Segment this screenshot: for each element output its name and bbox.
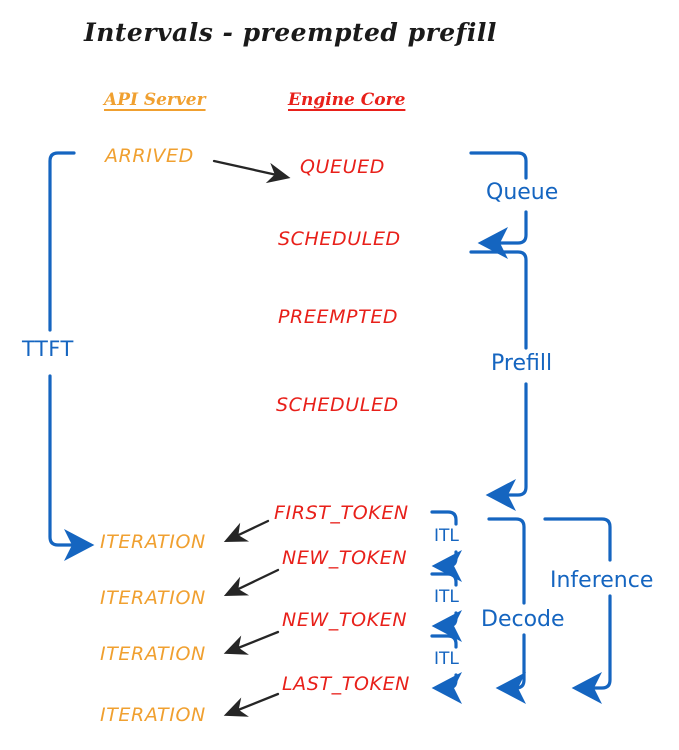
arrow-first-token-to-iteration-1 (223, 519, 270, 542)
interval-label-decode: Decode (481, 607, 565, 632)
itl-bracket-2-arrow (431, 610, 462, 642)
engine-event-new-token-2: NEW_TOKEN (282, 609, 408, 631)
interval-label-queue: Queue (486, 180, 559, 205)
ttft-bracket-top (48, 151, 76, 332)
api-event-iteration-4: ITERATION (100, 704, 206, 726)
column-header-engine-core: Engine Core (288, 90, 406, 110)
engine-event-new-token-1: NEW_TOKEN (282, 547, 408, 569)
api-event-iteration-3: ITERATION (100, 643, 206, 665)
arrow-last-token-to-iteration-4 (223, 692, 280, 717)
ttft-bracket-bottom-arrow (48, 374, 95, 561)
prefill-bracket-arrow (485, 382, 528, 511)
api-event-iteration-1: ITERATION (100, 531, 206, 553)
arrow-arrived-to-queued (212, 159, 291, 184)
interval-label-itl-1: ITL (434, 526, 459, 546)
interval-label-inference: Inference (550, 568, 654, 593)
decode-bracket-top (487, 517, 526, 605)
page-title: Intervals - preempted prefill (84, 18, 497, 47)
arrow-new-token-2-to-iteration-3 (223, 630, 280, 655)
itl-bracket-1-top (430, 510, 458, 526)
interval-label-ttft: TTFT (22, 337, 74, 361)
itl-bracket-3-top (430, 634, 458, 649)
prefill-bracket-top (469, 250, 528, 350)
engine-event-first-token: FIRST_TOKEN (274, 502, 409, 524)
interval-label-itl-3: ITL (434, 649, 459, 669)
engine-event-queued: QUEUED (300, 156, 386, 178)
queue-bracket-top (469, 151, 528, 180)
interval-label-prefill: Prefill (491, 351, 553, 376)
api-event-arrived: ARRIVED (105, 145, 194, 167)
engine-event-last-token: LAST_TOKEN (282, 673, 410, 695)
interval-label-itl-2: ITL (434, 587, 459, 607)
queue-bracket-arrow (477, 210, 528, 259)
column-header-api-server: API Server (104, 90, 206, 110)
engine-event-scheduled-2: SCHEDULED (276, 394, 399, 416)
itl-bracket-2-top (430, 572, 458, 587)
engine-event-scheduled-1: SCHEDULED (278, 228, 401, 250)
inference-bracket-arrow (571, 594, 612, 704)
engine-event-preempted: PREEMPTED (278, 306, 399, 328)
itl-bracket-3-arrow (431, 672, 462, 704)
inference-bracket-top (543, 517, 612, 562)
arrow-new-token-1-to-iteration-2 (223, 568, 280, 596)
decode-bracket-arrow (495, 633, 526, 704)
api-event-iteration-2: ITERATION (100, 587, 206, 609)
itl-bracket-1-arrow (431, 550, 462, 582)
